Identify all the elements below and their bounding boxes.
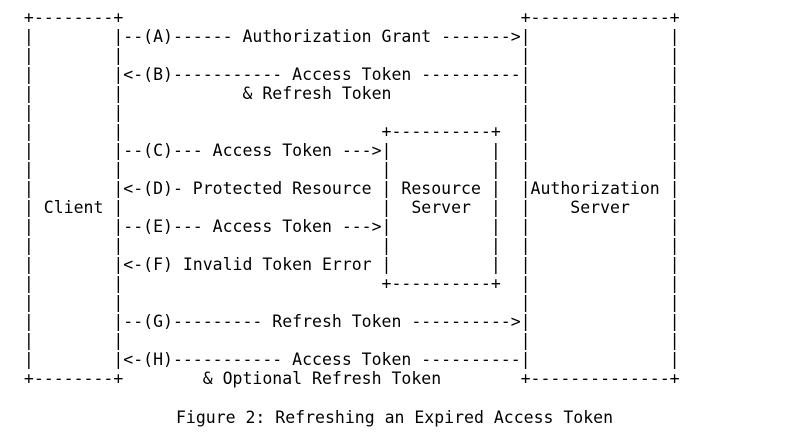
- ascii-art-body: +--------+ +--------------+ | |--(A)----…: [23, 8, 680, 388]
- figure-caption: Figure 2: Refreshing an Expired Access T…: [175, 408, 614, 427]
